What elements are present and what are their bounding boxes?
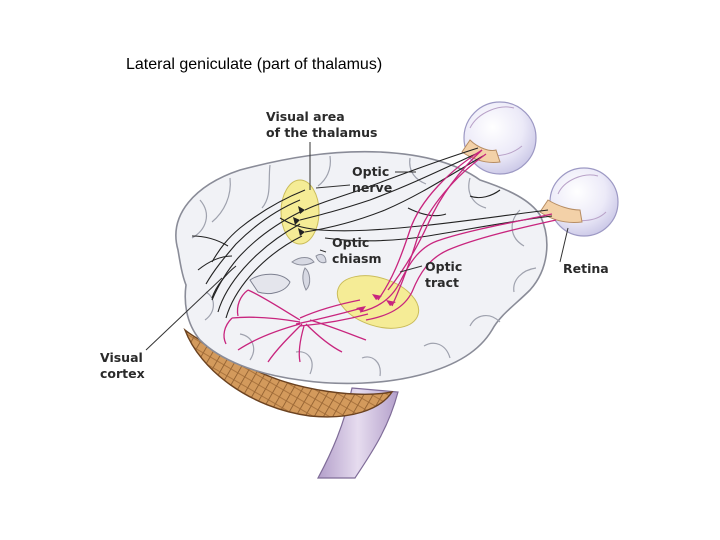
right-eye xyxy=(549,167,619,237)
cortex-folds xyxy=(191,155,537,377)
label-visual-area-line2: of the thalamus xyxy=(266,125,377,140)
brainstem xyxy=(316,387,399,479)
optic-tract-pathways xyxy=(223,149,557,363)
visual-area-pathways xyxy=(191,147,553,319)
label-optic-chiasm-line1: Optic xyxy=(332,235,369,250)
label-visual-cortex-line1: Visual xyxy=(100,350,143,365)
label-optic-nerve-line2: nerve xyxy=(352,180,392,195)
label-optic-chiasm-line2: chiasm xyxy=(332,251,382,266)
label-visual-area-line1: Visual area xyxy=(266,109,345,124)
ventricles xyxy=(291,253,327,291)
pathway-arrowheads xyxy=(356,294,396,312)
label-optic-tract-line1: Optic xyxy=(425,259,462,274)
visual-area-arrowheads xyxy=(293,206,305,236)
label-optic-nerve-line1: Optic xyxy=(352,164,389,179)
leader-lines xyxy=(145,142,569,351)
label-optic-tract-line2: tract xyxy=(425,275,459,290)
diagram-heading: Lateral geniculate (part of thalamus) xyxy=(126,56,383,73)
lateral-geniculate-highlight xyxy=(336,275,420,329)
midbrain-cut xyxy=(249,273,291,295)
label-visual-cortex-line2: cortex xyxy=(100,366,145,381)
label-retina: Retina xyxy=(563,261,609,276)
brain-section xyxy=(175,150,548,385)
